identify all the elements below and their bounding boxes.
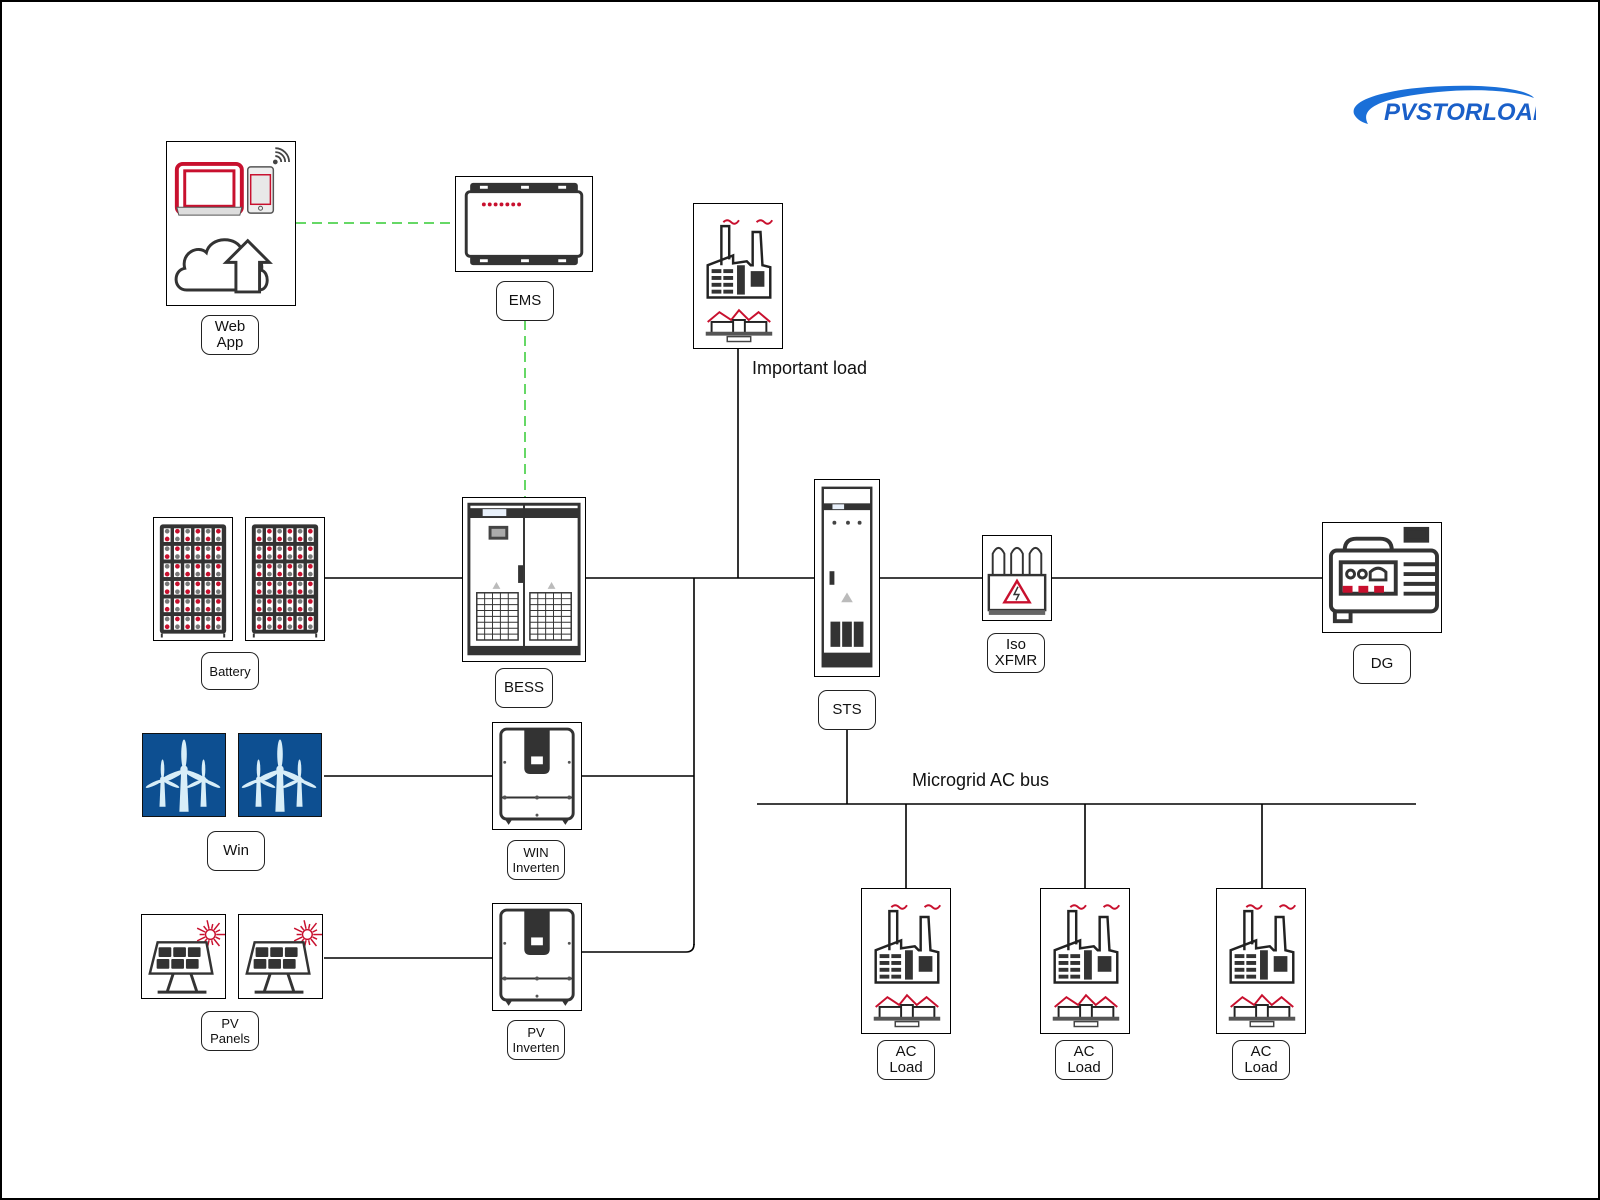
brand-name: PVSTORLOAD	[1384, 99, 1536, 126]
iso-xfmr-label: Iso XFMR	[987, 633, 1045, 673]
battery-rack-2[interactable]	[245, 517, 325, 641]
generator-icon	[1328, 526, 1439, 624]
wind-turbine-icon	[241, 739, 317, 812]
house-icon	[873, 993, 941, 1028]
sts-label: STS	[818, 690, 876, 730]
load-icon	[1052, 904, 1121, 1028]
bess-label: BESS	[495, 668, 553, 708]
solar-panel-icon	[245, 920, 322, 994]
wind-turbine-1[interactable]	[142, 733, 226, 817]
pv-panels-label: PV Panels	[201, 1011, 259, 1051]
factory-icon	[874, 904, 942, 984]
pv-inverter[interactable]	[492, 903, 582, 1011]
tablet-icon	[174, 161, 244, 216]
factory-icon	[1053, 904, 1121, 984]
house-icon	[1052, 993, 1120, 1028]
battery-icon	[159, 524, 227, 638]
ac-load-2[interactable]	[1040, 888, 1130, 1034]
web-app-device[interactable]	[166, 141, 296, 306]
brand-logo: PVSTORLOAD	[1348, 84, 1550, 136]
wind-label: Win	[207, 831, 265, 871]
dg-label: DG	[1353, 644, 1411, 684]
pv-panel-1[interactable]	[141, 914, 226, 999]
sts-cabinet[interactable]	[814, 479, 880, 677]
battery-rack-1[interactable]	[153, 517, 233, 641]
load-icon	[1228, 904, 1297, 1028]
isolation-transformer[interactable]	[982, 535, 1052, 621]
important-load-label: Important load	[752, 358, 868, 378]
important-load-device[interactable]	[693, 203, 783, 349]
inverter-icon	[499, 727, 575, 825]
web-app-label: Web App	[201, 315, 259, 355]
wind-turbine-icon	[145, 739, 221, 812]
wind-turbine-2[interactable]	[238, 733, 322, 817]
ac-load-3-label: AC Load	[1232, 1040, 1290, 1080]
battery-icon	[251, 524, 319, 638]
bess-cabinet[interactable]	[462, 497, 586, 662]
cloud-upload-icon	[174, 238, 273, 294]
inverter-icon	[499, 908, 575, 1006]
ac-load-1[interactable]	[861, 888, 951, 1034]
solar-panel-icon	[148, 920, 225, 994]
pv-panel-2[interactable]	[238, 914, 323, 999]
pv-inverter-label: PV Inverten	[507, 1020, 565, 1060]
transformer-icon	[987, 546, 1047, 615]
ac-load-2-label: AC Load	[1055, 1040, 1113, 1080]
factory-icon	[706, 219, 774, 299]
house-icon	[1228, 993, 1296, 1028]
bess-cabinet-icon	[467, 502, 581, 656]
microgrid-ac-bus-label: Microgrid AC bus	[912, 770, 1050, 790]
house-icon	[705, 308, 773, 343]
ems-label: EMS	[496, 281, 554, 321]
sts-cabinet-icon	[821, 486, 873, 668]
wire-pv-inverter-trunk	[582, 943, 695, 953]
ems-controller-icon	[464, 182, 584, 266]
ac-load-1-label: AC Load	[877, 1040, 935, 1080]
win-inverter[interactable]	[492, 722, 582, 830]
ac-load-3[interactable]	[1216, 888, 1306, 1034]
diesel-generator[interactable]	[1322, 522, 1442, 633]
ems-device[interactable]	[455, 176, 593, 272]
win-inverter-label: WIN Inverten	[507, 840, 565, 880]
load-icon	[873, 904, 942, 1028]
phone-icon	[247, 166, 275, 214]
wifi-icon	[272, 147, 290, 165]
battery-label: Battery	[201, 652, 259, 690]
factory-icon	[1229, 904, 1297, 984]
